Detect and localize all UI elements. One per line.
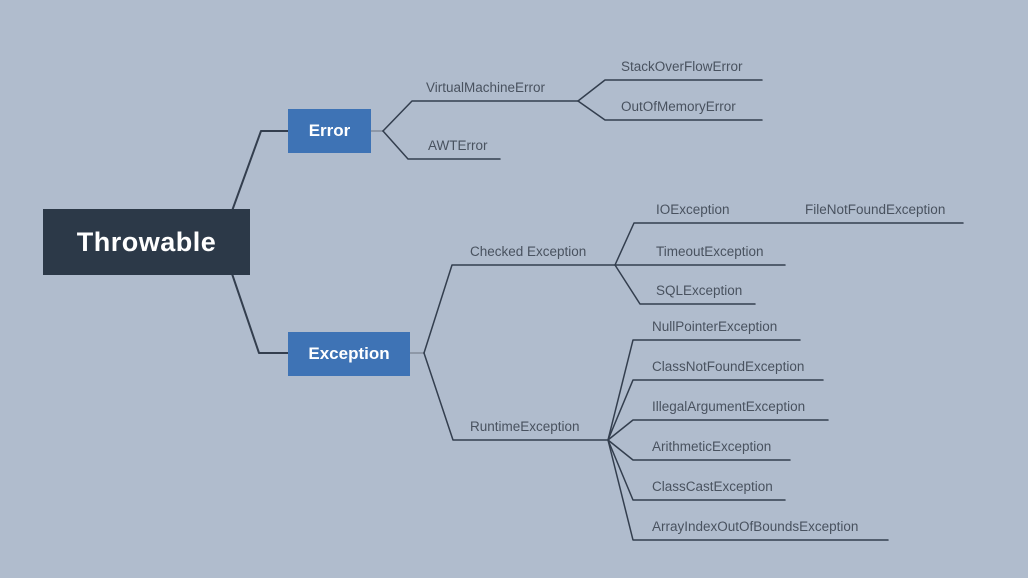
connector-exception-checked xyxy=(423,264,616,354)
connector-runtime-arithmetic xyxy=(607,439,791,461)
connector-runtime-illegalargument xyxy=(607,419,829,441)
connector-checked-sqlexception xyxy=(614,264,756,305)
node-throwable[interactable]: Throwable xyxy=(43,209,250,275)
topic-virtualmachineerror[interactable]: VirtualMachineError xyxy=(426,80,546,95)
topic-outofmemoryerror[interactable]: OutOfMemoryError xyxy=(621,99,736,114)
connector-exception-runtime xyxy=(423,352,609,441)
node-error[interactable]: Error xyxy=(288,109,371,153)
connector-vm-outofmemoryerror xyxy=(577,100,763,121)
topic-arithmeticexception[interactable]: ArithmeticException xyxy=(652,439,772,454)
connector-checked-ioexception-filenotfound xyxy=(614,222,964,266)
topic-classcastexception[interactable]: ClassCastException xyxy=(652,479,773,494)
connector-vm-stackoverflowerror xyxy=(577,79,763,102)
topic-checked-exception[interactable]: Checked Exception xyxy=(470,244,587,259)
connector-throwable-error xyxy=(227,130,289,223)
topic-classnotfoundexception[interactable]: ClassNotFoundException xyxy=(652,359,805,374)
topic-ioexception[interactable]: IOException xyxy=(656,202,730,217)
topic-nullpointerexception[interactable]: NullPointerException xyxy=(652,319,778,334)
topic-arrayindexoutofboundsexception[interactable]: ArrayIndexOutOfBoundsException xyxy=(652,519,859,534)
connector-runtime-nullpointer xyxy=(607,339,801,441)
topic-stackoverflowerror[interactable]: StackOverFlowError xyxy=(621,59,743,74)
connector-runtime-classnotfound xyxy=(607,379,824,441)
connector-throwable-exception xyxy=(227,261,289,354)
connector-error-awterror xyxy=(382,130,501,160)
topic-runtimeexception[interactable]: RuntimeException xyxy=(470,419,580,434)
connector-runtime-arrayindexoutofbounds xyxy=(607,439,889,541)
topic-timeoutexception[interactable]: TimeoutException xyxy=(656,244,764,259)
topic-illegalargumentexception[interactable]: IllegalArgumentException xyxy=(652,399,806,414)
topic-filenotfoundexception[interactable]: FileNotFoundException xyxy=(805,202,946,217)
connector-error-virtualmachineerror xyxy=(382,100,579,132)
node-exception[interactable]: Exception xyxy=(288,332,410,376)
topic-awterror[interactable]: AWTError xyxy=(428,138,488,153)
connector-runtime-classcast xyxy=(607,439,786,501)
topic-sqlexception[interactable]: SQLException xyxy=(656,283,743,298)
